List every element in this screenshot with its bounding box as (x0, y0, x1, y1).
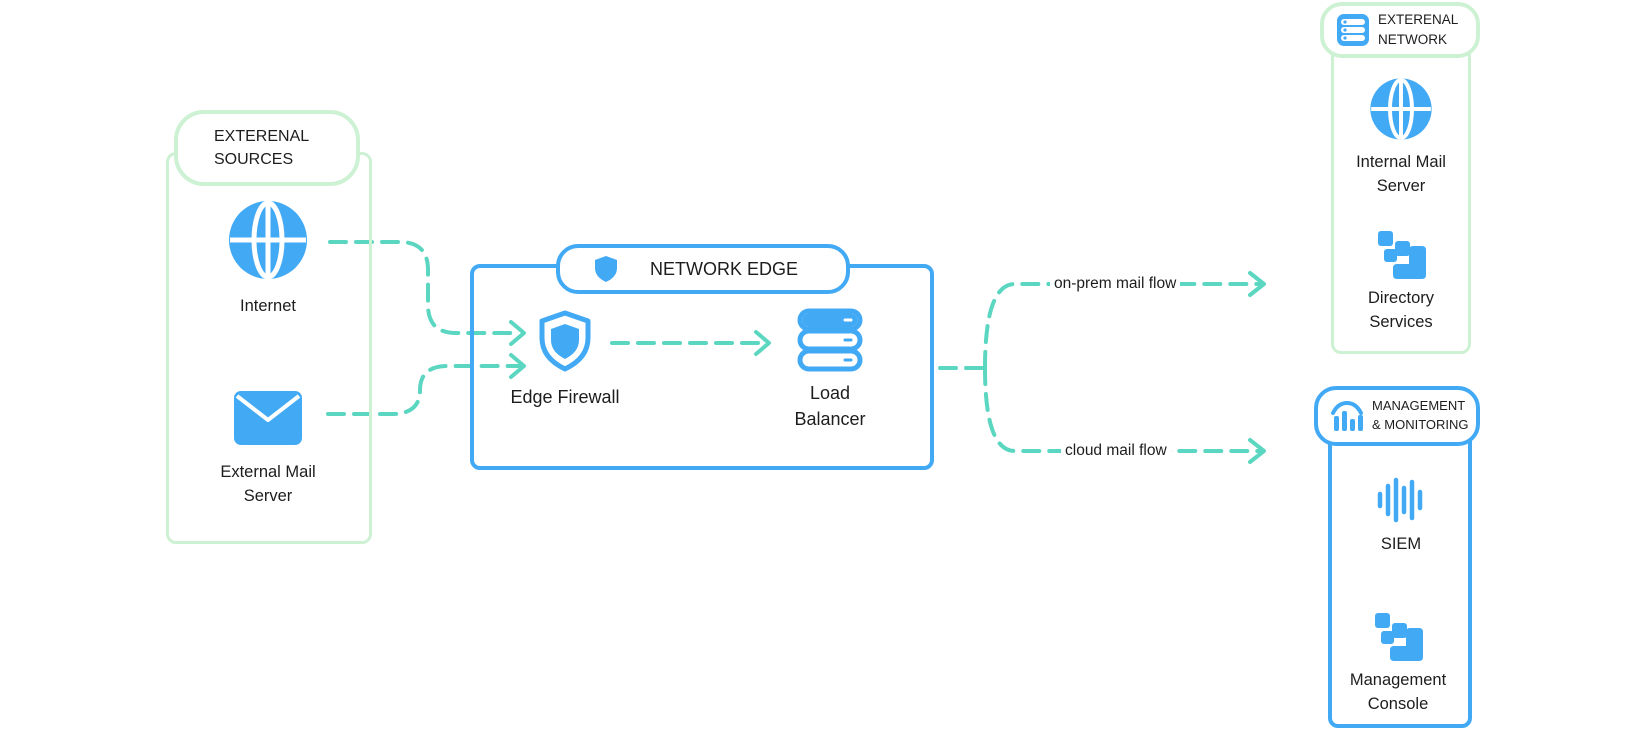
server-stack-icon (797, 308, 863, 372)
external-mail-server-label-line2: Server (243, 487, 293, 505)
connector-mail-to-firewall (326, 364, 522, 416)
arrowhead-on-prem (1248, 271, 1266, 297)
monitoring-icon (1331, 400, 1363, 431)
external-mail-server-label-line1: External Mail (220, 463, 316, 481)
network-edge-header: NETWORK EDGE (556, 244, 850, 294)
shield-icon (595, 256, 617, 282)
globe-icon (1370, 77, 1432, 141)
external-network-title-line1: EXTERENAL (1378, 12, 1459, 28)
internal-mail-server-node[interactable]: Internal Mail Server (1336, 76, 1466, 198)
management-title-line2: & MONITORING (1372, 417, 1469, 432)
shield-icon (539, 310, 591, 372)
directory-services-label-line1: Directory (1367, 289, 1434, 307)
edge-firewall-node[interactable]: Edge Firewall (500, 310, 630, 410)
internal-mail-server-label-line1: Internal Mail (1356, 153, 1446, 171)
external-network-header: EXTERENAL NETWORK (1320, 2, 1480, 58)
directory-services-label-line2: Services (1369, 313, 1433, 331)
waveform-icon (1377, 477, 1423, 523)
management-title-line1: MANAGEMENT (1372, 398, 1466, 414)
external-network-title-line2: NETWORK (1378, 32, 1447, 47)
internet-label: Internet (240, 297, 296, 315)
connector-cloud-flow (983, 366, 1262, 453)
internal-mail-server-label-line2: Server (1376, 177, 1426, 195)
cloud-flow-label: cloud mail flow (1061, 442, 1171, 460)
server-rack-icon (1337, 14, 1369, 46)
internet-node[interactable]: Internet (196, 198, 340, 318)
blocks-icon (1378, 231, 1426, 279)
management-console-label-line1: Management (1349, 671, 1447, 689)
load-balancer-node[interactable]: Load Balancer (770, 308, 890, 432)
arrowhead-internet (509, 320, 526, 346)
arrowhead-balancer (754, 330, 771, 356)
edge-firewall-label: Edge Firewall (510, 387, 620, 407)
load-balancer-label-line2: Balancer (794, 409, 866, 429)
arrowhead-cloud (1248, 438, 1266, 464)
blocks-icon (1375, 613, 1423, 661)
directory-services-node[interactable]: Directory Services (1336, 228, 1466, 334)
management-monitoring-header: MANAGEMENT & MONITORING (1314, 386, 1480, 446)
external-sources-title-line2: SOURCES (214, 151, 294, 168)
external-sources-header: EXTERENAL SOURCES (174, 110, 360, 186)
siem-node[interactable]: SIEM (1336, 476, 1466, 556)
connector-on-prem-flow (983, 282, 1262, 370)
external-mail-server-node[interactable]: External Mail Server (196, 390, 340, 508)
management-console-node[interactable]: Management Console (1330, 610, 1466, 716)
globe-icon (229, 200, 307, 280)
on-prem-flow-label: on-prem mail flow (1050, 275, 1181, 293)
load-balancer-label-line1: Load (809, 383, 851, 403)
siem-label: SIEM (1380, 535, 1422, 553)
arrowhead-mail (509, 353, 526, 379)
connector-internet-to-firewall (328, 240, 522, 335)
mail-icon (234, 391, 302, 445)
external-sources-title-line1: EXTERENAL (214, 127, 310, 145)
network-edge-title: NETWORK EDGE (650, 258, 799, 279)
management-console-label-line2: Console (1367, 695, 1429, 713)
